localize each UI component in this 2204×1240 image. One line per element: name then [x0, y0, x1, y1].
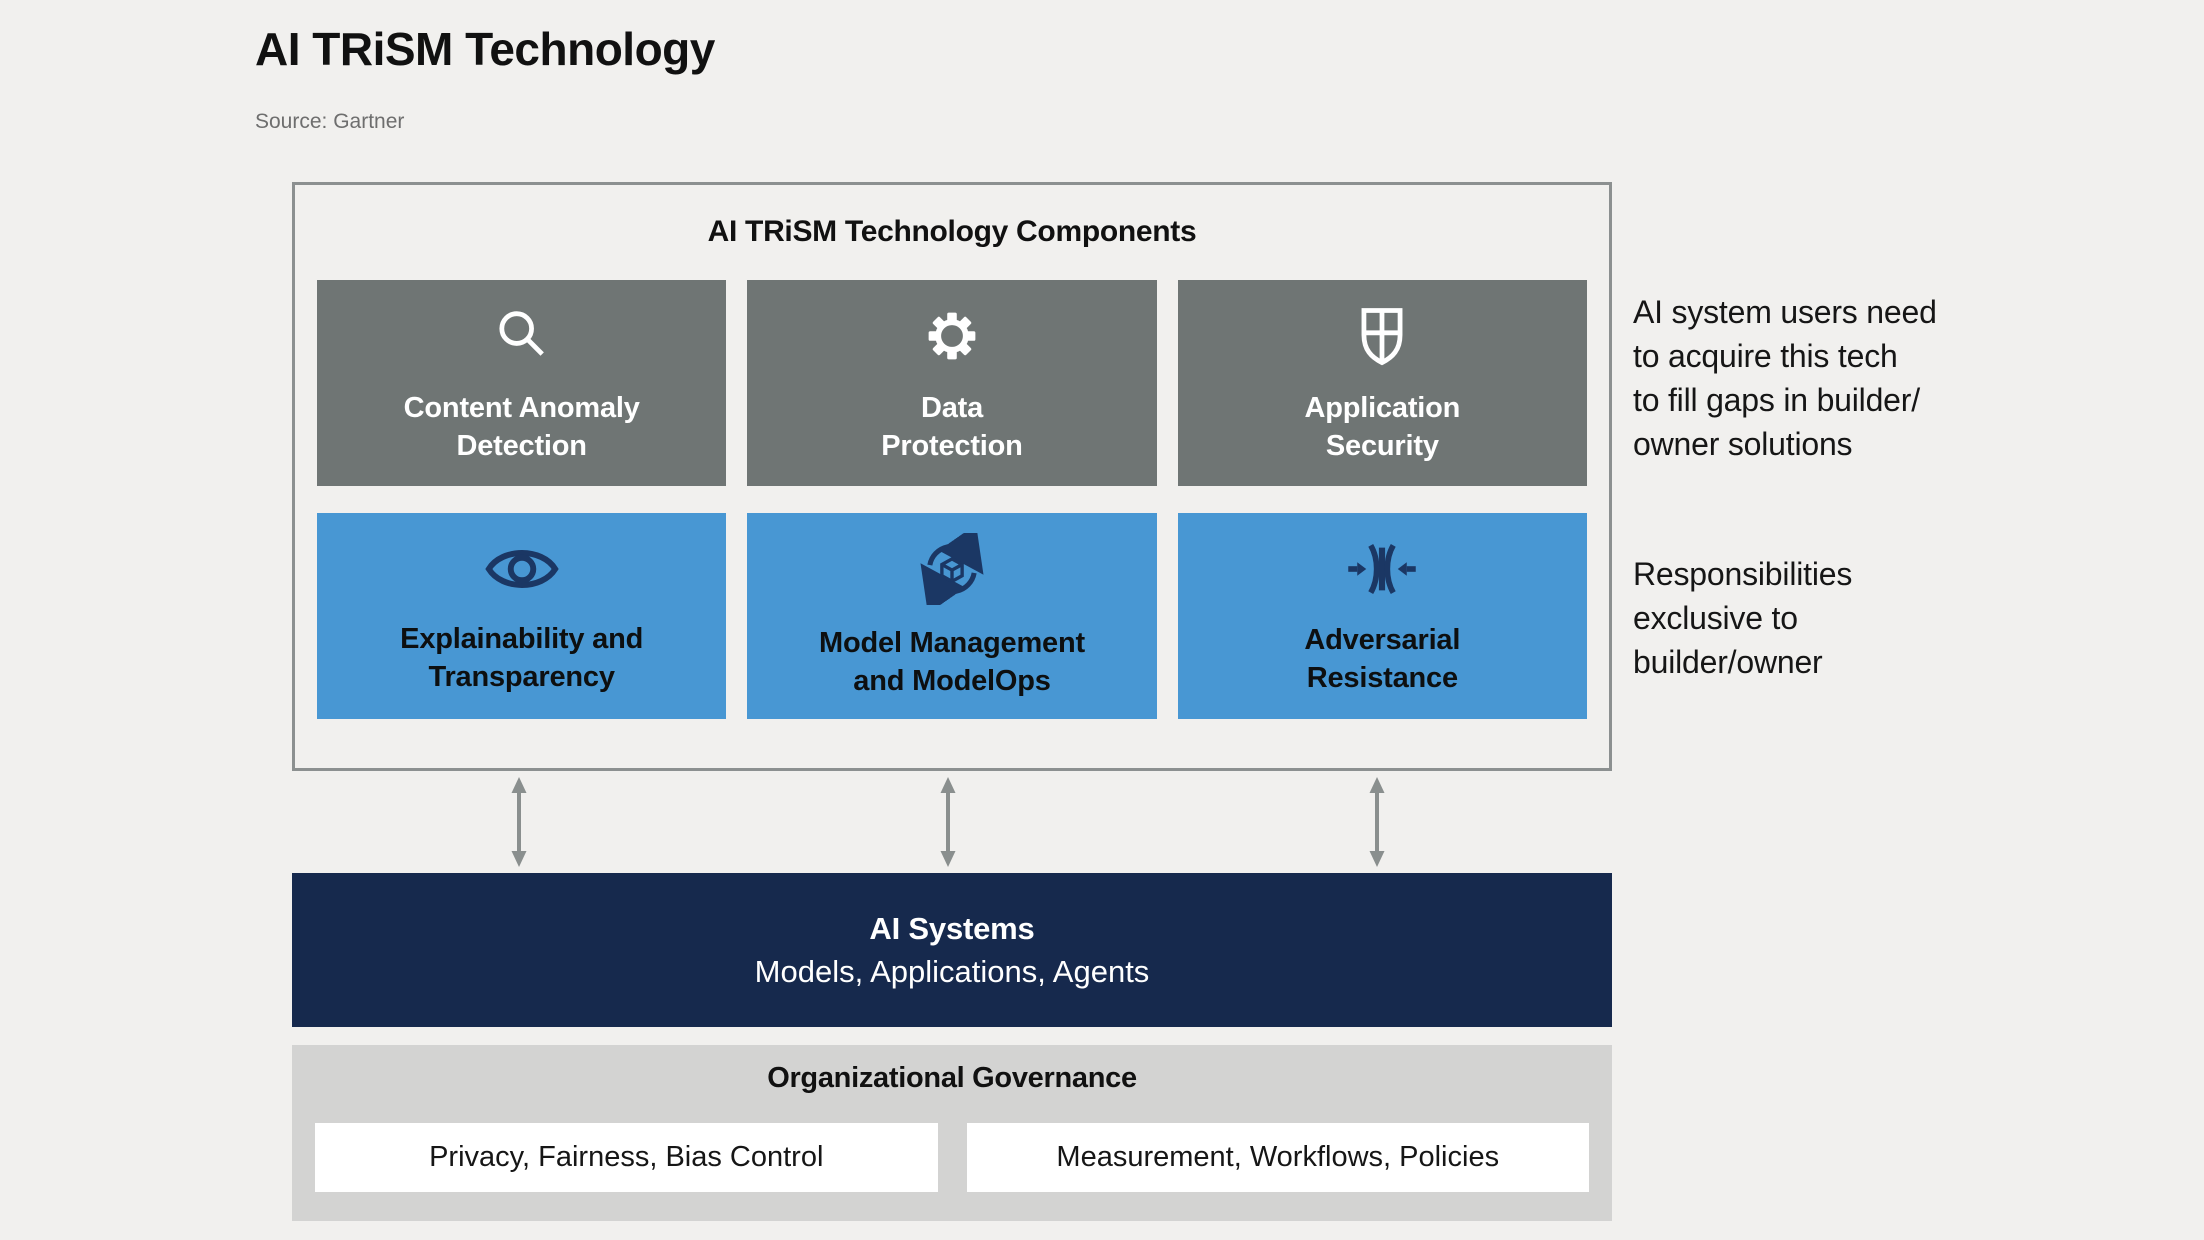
governance-title: Organizational Governance — [767, 1062, 1137, 1094]
sync-cube-icon — [916, 523, 988, 614]
component-cell-content-anomaly-detection: Content Anomaly Detection — [317, 280, 727, 486]
components-box: AI TRiSM Technology Components Content A… — [292, 182, 1612, 771]
components-box-title: AI TRiSM Technology Components — [707, 215, 1197, 248]
component-cell-label: Model Management and ModelOps — [819, 626, 1085, 697]
magnifier-icon — [488, 302, 556, 375]
page-title: AI TRiSM Technology — [255, 23, 715, 75]
component-cell-label: Data Protection — [881, 391, 1023, 462]
component-cell-label: Application Security — [1304, 391, 1461, 462]
component-cell-application-security: Application Security — [1177, 280, 1587, 486]
ai-systems-bar: AI Systems Models, Applications, Agents — [292, 873, 1612, 1027]
annotation-responsibilities: Responsibilities exclusive to builder/ow… — [1633, 556, 1853, 680]
ai-systems-title: AI Systems — [869, 910, 1035, 946]
double-headed-arrow-icon — [1369, 777, 1385, 867]
governance-items: Privacy, Fairness, Bias Control Measurem… — [315, 1123, 1589, 1192]
shield-icon — [1348, 302, 1416, 375]
double-headed-arrow-icon — [940, 777, 956, 867]
governance-item-privacy: Privacy, Fairness, Bias Control — [315, 1123, 938, 1192]
component-cell-label: Content Anomaly Detection — [403, 391, 640, 462]
components-grid: Content Anomaly Detection — [295, 280, 1609, 719]
component-cell-adversarial-resistance: Adversarial Resistance — [1177, 513, 1587, 719]
double-headed-arrow-icon — [511, 777, 527, 867]
ai-systems-subtitle: Models, Applications, Agents — [754, 953, 1150, 989]
governance-bar: Organizational Governance Privacy, Fairn… — [292, 1045, 1612, 1221]
governance-item-measurement: Measurement, Workflows, Policies — [966, 1123, 1589, 1192]
gear-icon — [918, 302, 986, 375]
compress-arrows-icon — [1346, 536, 1418, 607]
eye-icon — [484, 537, 560, 606]
component-cell-data-protection: Data Protection — [747, 280, 1157, 486]
component-cell-model-management-modelops: Model Management and ModelOps — [747, 513, 1157, 719]
component-cell-explainability-transparency: Explainability and Transparency — [317, 513, 727, 719]
component-cell-label: Adversarial Resistance — [1304, 623, 1461, 694]
connector-arrows — [292, 776, 1612, 868]
annotation-users-need: AI system users need to acquire this tec… — [1633, 294, 1937, 462]
source-note: Source: Gartner — [255, 110, 405, 133]
component-cell-label: Explainability and Transparency — [400, 622, 644, 693]
